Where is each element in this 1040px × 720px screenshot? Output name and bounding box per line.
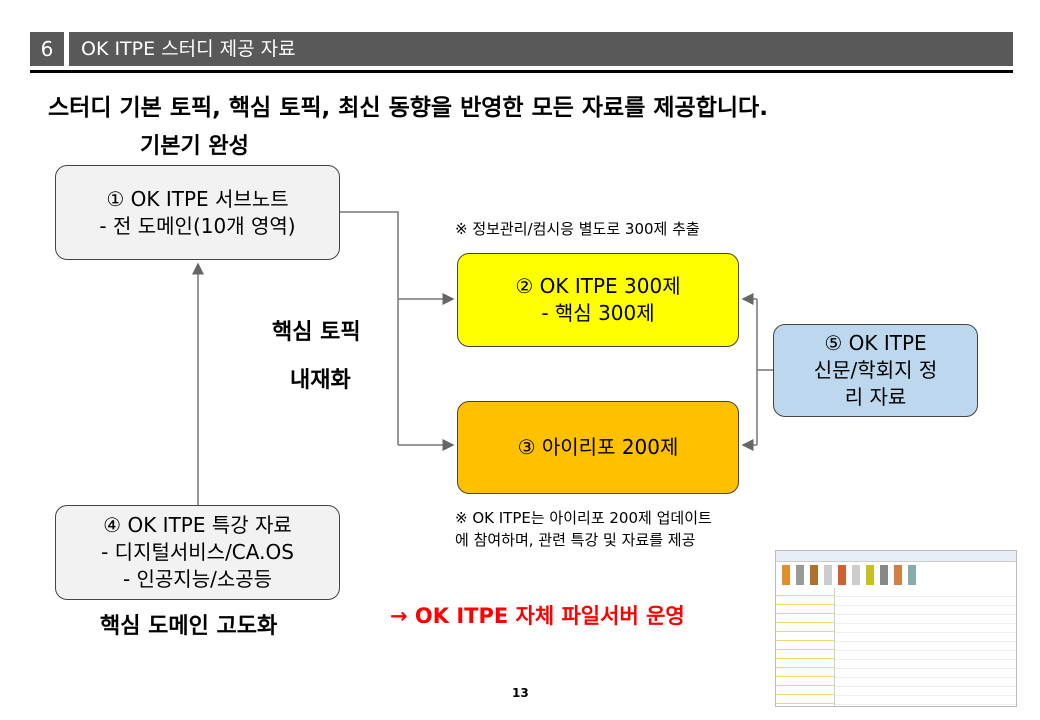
box-line: ③ 아이리포 200제: [517, 435, 679, 459]
box-subnote: ① OK ITPE 서브노트 - 전 도메인(10개 영역): [55, 165, 340, 260]
box-news: ⑤ OK ITPE 신문/학회지 정 리 자료: [773, 324, 978, 417]
box-300: ② OK ITPE 300제 - 핵심 300제: [457, 253, 739, 347]
section-number: 6: [30, 32, 64, 66]
label-core-topic: 핵심 토픽: [272, 320, 361, 345]
note-irepo-1: ※ OK ITPE는 아이리포 200제 업데이트: [455, 509, 712, 527]
label-basic: 기본기 완성: [140, 134, 249, 159]
box-irepo-200: ③ 아이리포 200제: [457, 401, 739, 494]
box-line: 리 자료: [844, 385, 907, 409]
label-file-server: → OK ITPE 자체 파일서버 운영: [390, 604, 685, 628]
box-line: - 핵심 300제: [541, 301, 655, 325]
box-line: - 디지털서비스/CA.OS: [101, 540, 294, 564]
box-line: ④ OK ITPE 특강 자료: [103, 513, 292, 537]
box-line: 신문/학회지 정: [813, 358, 938, 382]
note-irepo-2: 에 참여하며, 관련 특강 및 자료를 제공: [455, 531, 696, 549]
headline: 스터디 기본 토픽, 핵심 토픽, 최신 동향을 반영한 모든 자료를 제공합니…: [48, 95, 768, 121]
file-server-screenshot: [775, 550, 1017, 707]
box-line: ⑤ OK ITPE: [824, 331, 927, 355]
page-number: 13: [512, 686, 529, 700]
divider: [30, 70, 1013, 73]
box-line: ② OK ITPE 300제: [515, 274, 681, 298]
box-lecture: ④ OK ITPE 특강 자료 - 디지털서비스/CA.OS - 인공지능/소공…: [55, 505, 340, 600]
label-domain: 핵심 도메인 고도화: [100, 614, 278, 639]
box-line: - 인공지능/소공등: [122, 567, 273, 591]
box-line: ① OK ITPE 서브노트: [106, 186, 289, 211]
label-internalize: 내재화: [290, 368, 351, 393]
section-title: OK ITPE 스터디 제공 자료: [69, 32, 1013, 66]
note-300: ※ 정보관리/컴시응 별도로 300제 추출: [455, 220, 700, 238]
box-line: - 전 도메인(10개 영역): [99, 213, 296, 238]
